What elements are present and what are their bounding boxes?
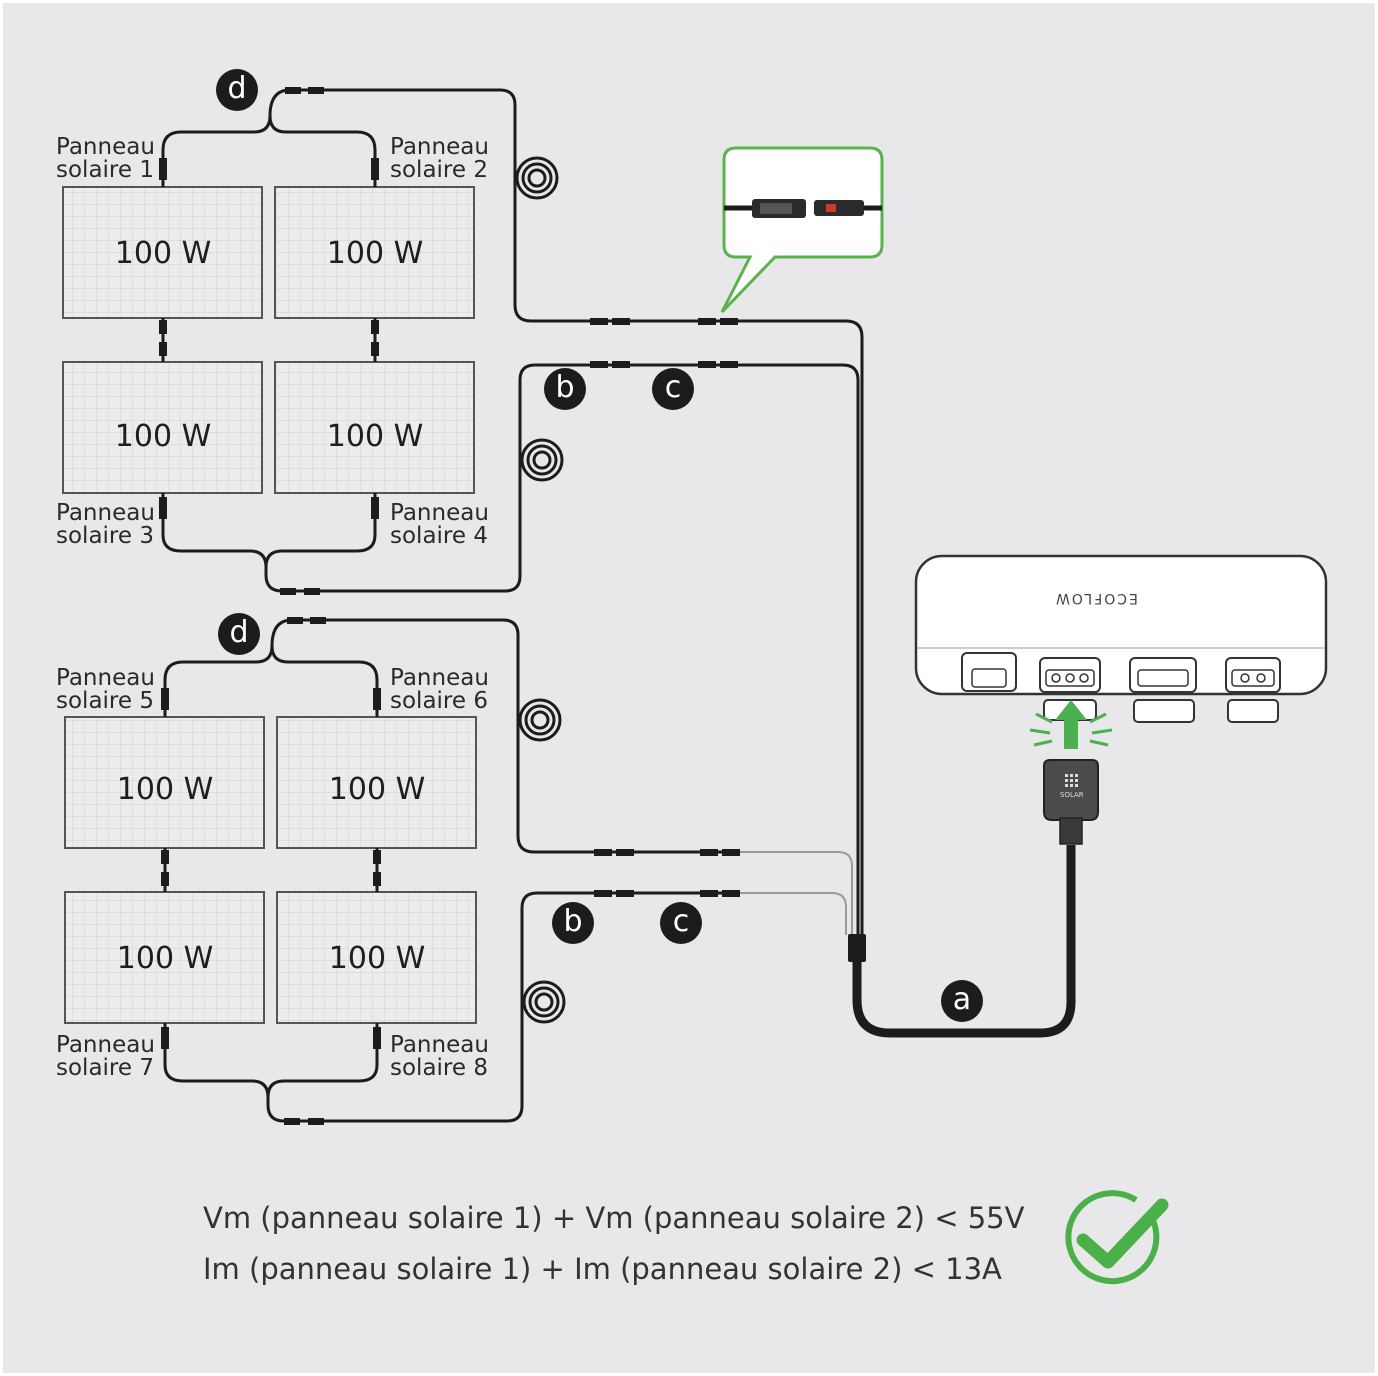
mc4-connector-icon bbox=[161, 617, 740, 1125]
badge-d-upper: d bbox=[216, 69, 258, 111]
mc4-connector-icon bbox=[724, 199, 882, 218]
panel-power-6: 100 W bbox=[328, 772, 426, 807]
highlight-rays bbox=[1029, 712, 1113, 747]
panel-power-7: 100 W bbox=[116, 941, 214, 976]
device-logo: ECOFLOW bbox=[1054, 590, 1138, 606]
solar-grid-icon bbox=[1065, 774, 1078, 787]
badge-c-upper: c bbox=[652, 368, 694, 410]
lower-group bbox=[64, 617, 853, 1125]
current-formula: Im (panneau solaire 1) + Im (panneau sol… bbox=[203, 1252, 1002, 1286]
panel-3 bbox=[62, 361, 263, 494]
panel-power-8: 100 W bbox=[328, 941, 426, 976]
power-station-device bbox=[914, 554, 1328, 845]
cable-coil-icon bbox=[518, 698, 566, 1024]
panel-power-3: 100 W bbox=[114, 419, 212, 454]
cable-coil-icon bbox=[515, 156, 564, 482]
badge-b-lower: b bbox=[552, 902, 594, 944]
badge-c-lower: c bbox=[660, 902, 702, 944]
solar-port-label: SOLAR bbox=[1060, 791, 1084, 799]
up-arrow-icon bbox=[1055, 700, 1087, 749]
badge-d-lower: d bbox=[218, 613, 260, 655]
panel-1 bbox=[62, 186, 263, 319]
connector-callout bbox=[720, 146, 884, 314]
badge-b-upper: b bbox=[544, 368, 586, 410]
solar-plug bbox=[1043, 759, 1099, 845]
mc4-connector-icon bbox=[159, 87, 738, 595]
panel-8 bbox=[276, 891, 477, 1024]
panel-power-4: 100 W bbox=[326, 419, 424, 454]
voltage-formula: Vm (panneau solaire 1) + Vm (panneau sol… bbox=[203, 1201, 1025, 1235]
panel-7 bbox=[64, 891, 265, 1024]
panel-power-1: 100 W bbox=[114, 236, 212, 271]
badge-a: a bbox=[941, 980, 983, 1022]
panel-power-5: 100 W bbox=[116, 772, 214, 807]
upper-group bbox=[62, 87, 864, 935]
checkmark-icon bbox=[1065, 1190, 1169, 1285]
main-cable bbox=[848, 845, 1076, 1038]
panel-power-2: 100 W bbox=[326, 236, 424, 271]
panel-6 bbox=[276, 716, 477, 849]
